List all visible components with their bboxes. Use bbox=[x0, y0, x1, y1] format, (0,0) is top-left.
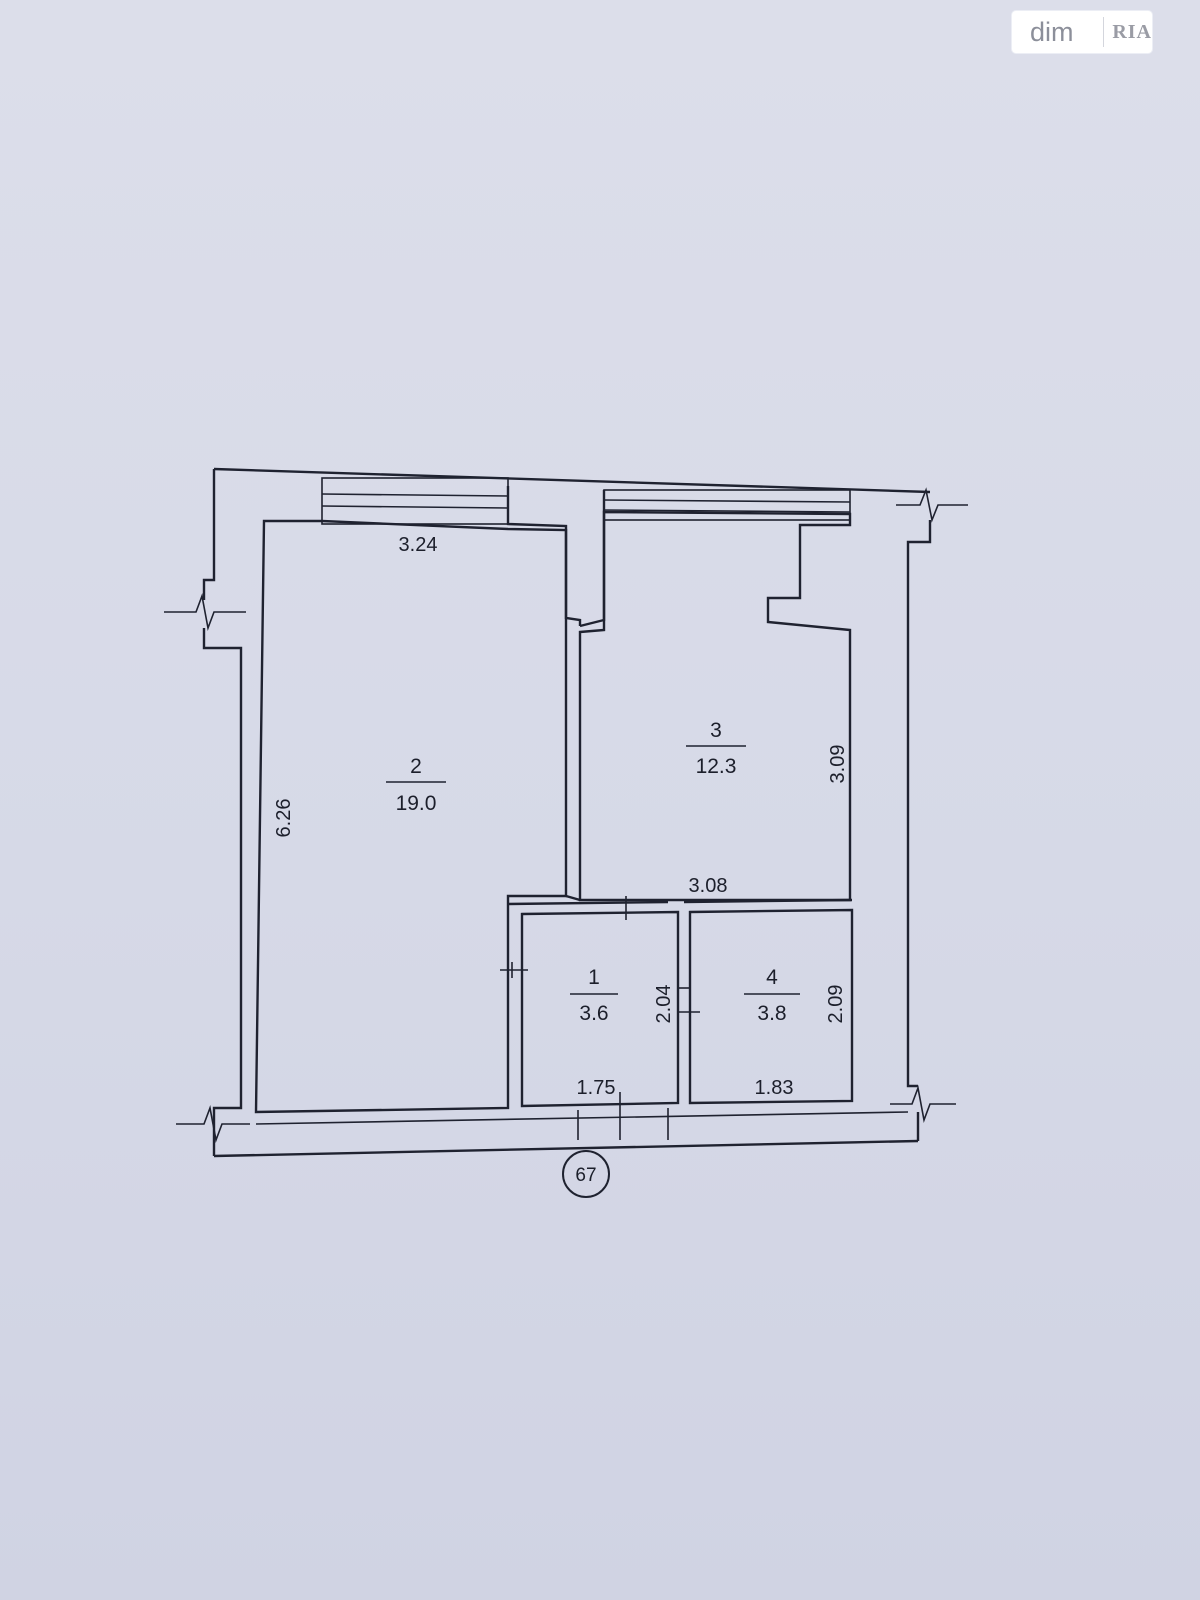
dimension-room-2-length: 6.26 bbox=[273, 799, 295, 838]
outer-walls bbox=[164, 467, 968, 1158]
room-1-area: 3.6 bbox=[579, 1002, 608, 1025]
room-2-outline bbox=[254, 519, 568, 1114]
room-3-number: 3 bbox=[710, 719, 722, 742]
dimension-room-1-length: 2.04 bbox=[653, 985, 675, 1024]
room-4-outline bbox=[688, 908, 854, 1105]
window-room-3 bbox=[603, 489, 851, 521]
window-room-2 bbox=[321, 477, 509, 525]
room-1-number: 1 bbox=[588, 966, 600, 989]
plan-number: 67 bbox=[575, 1165, 596, 1186]
room-3-outline bbox=[578, 510, 852, 902]
dimension-room-4-width: 1.83 bbox=[755, 1077, 794, 1099]
dimension-room-4-length: 2.09 bbox=[825, 985, 847, 1024]
room-2-area: 19.0 bbox=[396, 792, 437, 815]
wall-pillar bbox=[506, 486, 606, 628]
plan-number-badge: 67 bbox=[562, 1150, 610, 1198]
interior-walls bbox=[255, 894, 909, 1140]
room-4-area: 3.8 bbox=[757, 1002, 786, 1025]
room-2-number: 2 bbox=[410, 755, 422, 778]
watermark-dim-text: dim bbox=[1030, 16, 1074, 47]
dimension-room-3-width: 3.08 bbox=[689, 875, 728, 897]
dimension-room-3-length: 3.09 bbox=[827, 745, 849, 784]
dimension-room-2-width: 3.24 bbox=[399, 534, 438, 556]
dimension-room-1-width: 1.75 bbox=[577, 1077, 616, 1099]
watermark-ria-logo: RIA bbox=[1112, 20, 1152, 43]
room-3-area: 12.3 bbox=[696, 755, 737, 778]
dimria-watermark: dim RIA bbox=[1012, 11, 1152, 53]
room-4-number: 4 bbox=[766, 966, 778, 989]
watermark-separator bbox=[1103, 17, 1105, 47]
